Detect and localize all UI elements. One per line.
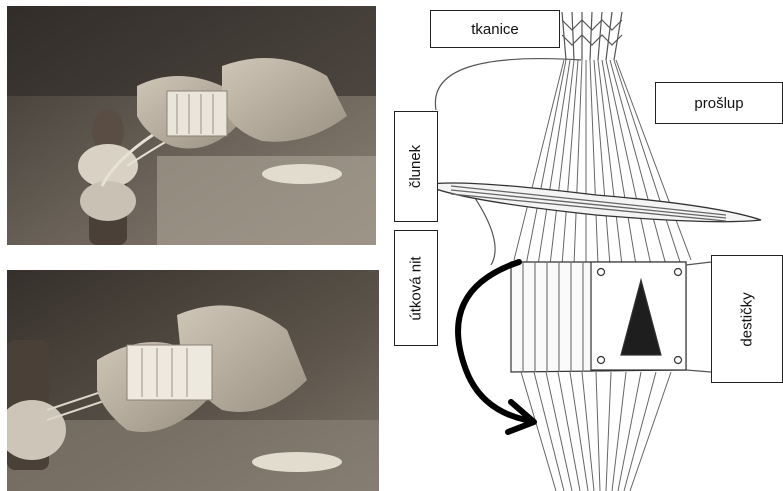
photo-weaving-top <box>7 6 376 245</box>
tablet-weaving-diagram <box>386 0 783 491</box>
label-tkanice: tkanice <box>430 10 560 48</box>
label-clunek: člunek <box>394 111 438 222</box>
label-proslup: prošlup <box>655 82 783 124</box>
photo-weaving-bottom <box>7 270 379 491</box>
label-utkova-nit: útková nit <box>394 230 438 346</box>
label-desticky: destičky <box>711 255 783 383</box>
